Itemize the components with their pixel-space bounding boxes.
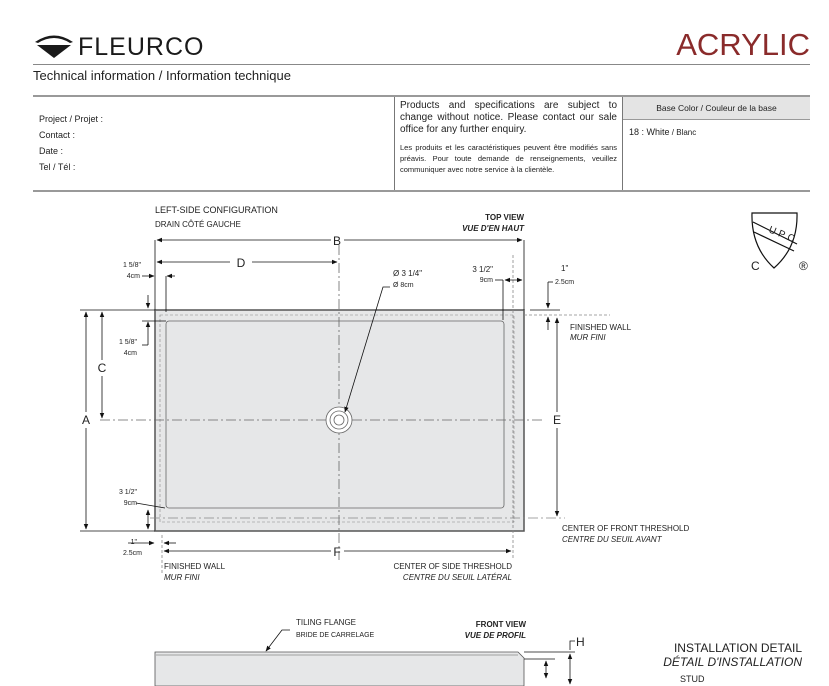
right-wall-offset-cm: 2.5cm (555, 279, 574, 286)
dim-B: B (333, 234, 341, 248)
config-en: LEFT-SIDE CONFIGURATION (155, 205, 278, 215)
stud-label: STUD (680, 674, 705, 684)
front-view-title-fr: VUE DE PROFIL (465, 631, 526, 640)
right-wall-offset-in: 1" (561, 264, 568, 273)
brand-name: FLEURCO (78, 33, 205, 61)
bottom-threshold-in: 3 1/2" (119, 489, 138, 496)
product-type: ACRYLIC (676, 27, 810, 62)
dim-D: D (237, 256, 246, 270)
top-flange-in: 1 5/8" (119, 339, 138, 346)
top-flange-cm: 4cm (124, 350, 137, 357)
base-color-fr: / Blanc (669, 128, 697, 137)
dim-F: F (333, 545, 340, 559)
tiling-flange-label-fr: BRIDE DE CARRELAGE (296, 632, 375, 639)
upc-certification-icon (751, 212, 798, 269)
finished-wall-right: FINISHED WALL (570, 323, 632, 332)
drain-size-cm: Ø 8cm (393, 282, 414, 289)
project-field: Project / Projet : (39, 114, 104, 124)
registered-mark: ® (799, 259, 808, 273)
upc-mark: UPC (767, 225, 799, 246)
tel-field: Tel / Tél : (39, 162, 76, 172)
right-threshold-in: 3 1/2" (472, 265, 493, 274)
left-wall-offset-cm: 2.5cm (123, 550, 142, 557)
side-threshold-label: CENTER OF SIDE THRESHOLD (393, 562, 512, 571)
front-view-profile (154, 651, 525, 686)
top-view-title: TOP VIEW (485, 213, 524, 222)
page-subtitle: Technical information / Information tech… (33, 68, 291, 83)
base-color: Base Color / Couleur de la base 18 : Whi… (623, 97, 810, 190)
project-fields: Project / Projet : Contact : Date : Tel … (33, 97, 395, 190)
base-color-code: 18 : White (629, 127, 670, 137)
left-flange-cm: 4cm (127, 273, 140, 280)
upc-c-mark: C (751, 259, 760, 273)
dim-E: E (553, 413, 561, 427)
dim-C: C (98, 361, 107, 375)
front-threshold-label-fr: CENTRE DU SEUIL AVANT (562, 535, 663, 544)
installation-detail-title-fr: DÉTAIL D'INSTALLATION (663, 654, 802, 669)
right-threshold-cm: 9cm (480, 277, 493, 284)
tiling-flange-label: TILING FLANGE (296, 618, 356, 627)
fleurco-logo-icon (35, 35, 73, 58)
config-fr: DRAIN CÔTÉ GAUCHE (155, 220, 241, 229)
dim-A: A (82, 413, 90, 427)
front-view-title: FRONT VIEW (476, 620, 527, 629)
left-flange-in: 1 5/8" (123, 262, 142, 269)
drain-size-in: Ø 3 1/4" (393, 269, 422, 278)
date-field: Date : (39, 146, 64, 156)
finished-wall-left-fr: MUR FINI (164, 573, 200, 582)
notice: Products and specifications are subject … (395, 97, 623, 190)
notice-en: Products and specifications are subject … (400, 100, 617, 135)
base-color-header: Base Color / Couleur de la base (623, 97, 810, 120)
finished-wall-right-fr: MUR FINI (570, 333, 606, 342)
installation-detail-title: INSTALLATION DETAIL (674, 641, 802, 655)
top-view-title-fr: VUE D'EN HAUT (462, 224, 525, 233)
dim-H: H (576, 635, 585, 649)
contact-field: Contact : (39, 130, 76, 140)
bottom-threshold-cm: 9cm (124, 500, 137, 507)
base-color-value: 18 : White / Blanc (623, 120, 810, 137)
info-table: Project / Projet : Contact : Date : Tel … (33, 95, 810, 192)
front-threshold-label: CENTER OF FRONT THRESHOLD (562, 524, 689, 533)
header-divider (33, 64, 810, 65)
notice-fr: Les produits et les caractéristiques peu… (400, 143, 617, 174)
left-wall-offset-in: 1" (131, 539, 138, 546)
side-threshold-label-fr: CENTRE DU SEUIL LATÉRAL (403, 573, 512, 582)
finished-wall-left: FINISHED WALL (164, 562, 226, 571)
